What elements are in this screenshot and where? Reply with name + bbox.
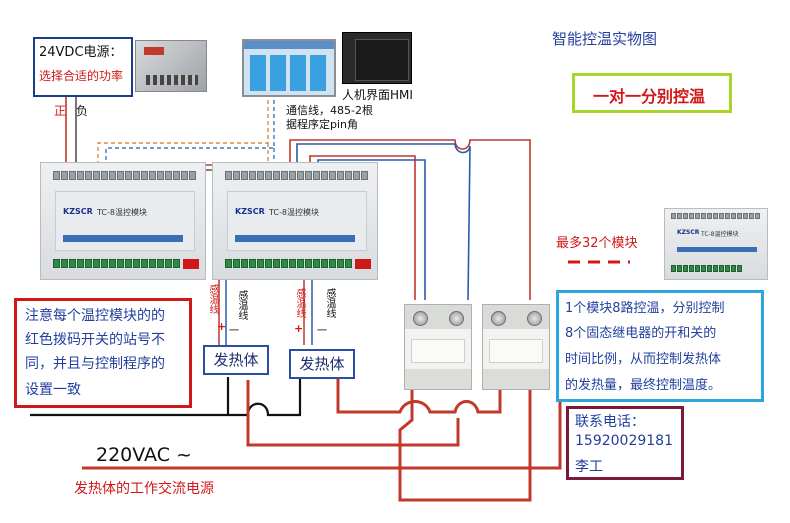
one-to-one-label: 一对一分别控温 — [593, 87, 706, 106]
module-2-bottom-terminals — [225, 259, 352, 268]
hmi-device-image — [342, 32, 412, 84]
ssr-control-wire-2 — [296, 143, 471, 301]
module-2-panel — [227, 191, 367, 251]
description-line2: 8个固态继电器的开和关的 — [565, 326, 717, 341]
module-1-label-strip — [63, 235, 183, 242]
sensor-minus-label-1: 感温线 — [236, 290, 247, 320]
module-small-brand: KZSCR — [677, 229, 700, 236]
module-1-panel — [55, 191, 195, 251]
contact-phone: 15920029181 — [575, 433, 673, 449]
hmi-label: 人机界面HMI — [342, 88, 413, 102]
heater-1: 发热体 — [203, 345, 269, 375]
module-2-top-terminals — [225, 171, 368, 180]
power-line1: 24VDC电源： — [39, 45, 123, 60]
comm-note-line1: 通信线，485-2根 — [286, 104, 373, 117]
description-line3: 时间比例，从而控制发热体 — [565, 352, 722, 367]
temp-module-small: KZSCR TC-8温控模块 — [664, 208, 768, 280]
sensor-minus-label-2: 感温线 — [324, 288, 335, 318]
notice-line3: 同，并且与控制程序的 — [25, 356, 165, 372]
page-title: 智能控温实物图 — [552, 30, 658, 48]
hmi-screen-image — [242, 39, 336, 97]
contact-name: 李工 — [575, 459, 603, 475]
power-supply-image — [135, 40, 207, 92]
notice-box: 注意每个温控模块的的 红色拨码开关的站号不 同，并且与控制程序的 设置一致 — [14, 298, 192, 408]
ssr-2-label-plate — [489, 339, 543, 363]
ssr-control-wire-1 — [289, 139, 531, 300]
power-supply-terminals — [146, 75, 198, 85]
temp-module-2: KZSCR TC-8温控模块 — [212, 162, 378, 280]
hmi-screen-tiles — [250, 55, 328, 91]
module-1-name: TC-8温控模块 — [97, 208, 147, 217]
module-1-dip-switch — [183, 259, 199, 269]
solid-state-relay-1 — [404, 304, 472, 390]
ssr-1-label-plate — [411, 339, 465, 363]
notice-line4: 设置一致 — [25, 382, 81, 398]
ac-voltage-label: 220VAC ~ — [96, 444, 192, 466]
sensor-plus-sign-2: + — [294, 322, 304, 335]
module-1-brand: KZSCR — [63, 207, 93, 216]
sensor-minus-sign-2: 一 — [317, 326, 327, 337]
module-small-name: TC-8温控模块 — [701, 231, 739, 238]
ac-heater-wire — [336, 375, 502, 414]
power-line2: 选择合适的功率 — [39, 69, 124, 83]
power-supply-label-patch — [144, 47, 164, 55]
module-small-bottom-terminals — [671, 265, 742, 272]
ac-supply-wire — [82, 380, 562, 470]
one-to-one-box: 一对一分别控温 — [572, 73, 732, 113]
module-small-label-strip — [677, 247, 757, 252]
module-small-top-terminals — [671, 213, 760, 219]
description-box: 1个模块8路控温，分别控制 8个固态继电器的开和关的 时间比例，从而控制发热体 … — [556, 290, 764, 402]
sensor-plus-label-1: 感温线 — [207, 284, 218, 314]
polarity-positive: 正 — [54, 104, 67, 118]
description-line4: 的发热量，最终控制温度。 — [565, 378, 722, 393]
ac-live-wire — [246, 380, 460, 447]
description-line1: 1个模块8路控温，分别控制 — [565, 301, 725, 316]
power-supply-box: 24VDC电源： 选择合适的功率 — [33, 37, 133, 97]
comm-note-line2: 据程序定pin角 — [286, 118, 359, 131]
ac-ssr-wire — [398, 380, 532, 502]
polarity-negative: 负 — [76, 104, 89, 118]
notice-line1: 注意每个温控模块的的 — [25, 308, 165, 324]
temp-module-1: KZSCR TC-8温控模块 — [40, 162, 206, 280]
ac-note-label: 发热体的工作交流电源 — [74, 481, 214, 497]
notice-line2: 红色拨码开关的站号不 — [25, 332, 165, 348]
module-1-top-terminals — [53, 171, 196, 180]
module-1-bottom-terminals — [53, 259, 180, 268]
contact-box: 联系电话： 15920029181 李工 — [566, 406, 684, 480]
module-2-dip-switch — [355, 259, 371, 269]
contact-label: 联系电话： — [575, 414, 645, 430]
hmi-device-screen — [355, 39, 409, 81]
module-2-name: TC-8温控模块 — [269, 208, 319, 217]
module-2-brand: KZSCR — [235, 207, 265, 216]
sensor-plus-sign-1: + — [217, 320, 227, 333]
max-modules-label: 最多32个模块 — [556, 236, 638, 251]
solid-state-relay-2 — [482, 304, 550, 390]
sensor-plus-label-2: 感温线 — [294, 288, 305, 318]
sensor-minus-sign-1: 一 — [229, 326, 239, 337]
heater-2: 发热体 — [289, 349, 355, 379]
hmi-screen-header — [244, 41, 334, 49]
module-2-label-strip — [235, 235, 355, 242]
